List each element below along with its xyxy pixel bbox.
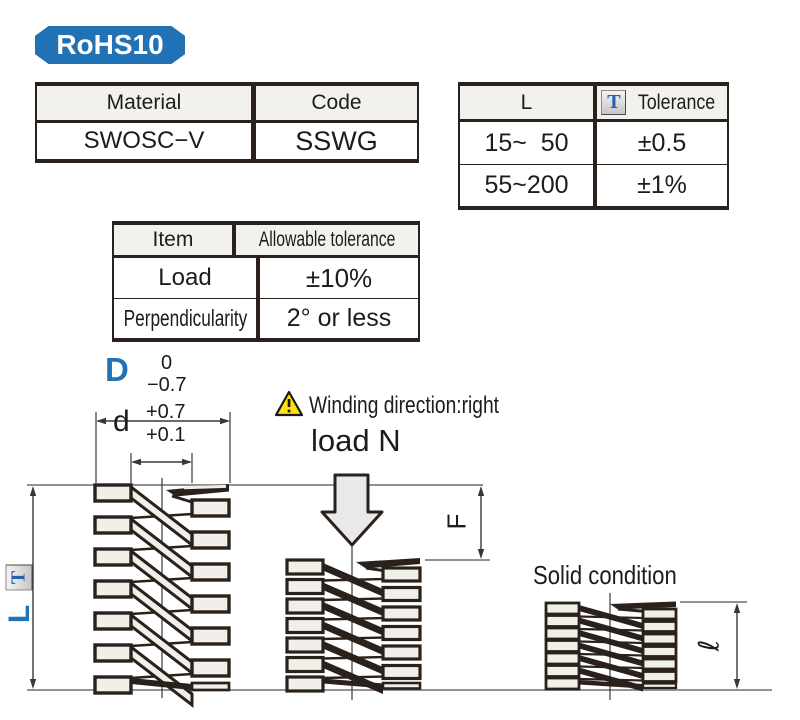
rohs-badge-label: RoHS10 bbox=[56, 29, 164, 60]
table-header-row: L T Tolerance bbox=[460, 86, 727, 122]
code-value-cell: SSWG bbox=[295, 125, 378, 156]
item-cell: Perpendicularity bbox=[114, 299, 260, 338]
table-row: Load ±10% bbox=[114, 258, 418, 299]
warning-icon bbox=[274, 390, 304, 417]
tolerance-cell: ±10% bbox=[305, 262, 373, 293]
length-tolerance-table: L T Tolerance 15~ 50 ±0.5 55~200 ±1% bbox=[458, 82, 729, 210]
material-header-cell: Material bbox=[37, 86, 256, 120]
l-header-cell: L bbox=[460, 86, 597, 119]
code-header-cell: Code bbox=[311, 91, 362, 114]
tolerance-header-label: Tolerance bbox=[638, 90, 716, 114]
load-arrow bbox=[320, 473, 384, 547]
solid-condition-label: Solid condition bbox=[533, 560, 677, 590]
tolerance-lower: +0.1 bbox=[146, 424, 186, 446]
table-row: 15~ 50 ±0.5 bbox=[460, 122, 727, 165]
range-cell: 55~200 bbox=[460, 165, 597, 206]
winding-direction-note: Winding direction:right bbox=[309, 392, 499, 419]
material-value-cell: SWOSC−V bbox=[37, 123, 256, 159]
item-tolerance-table: Item Allowable tolerance Load ±10% Perpe… bbox=[112, 221, 420, 342]
spring-solid-condition bbox=[544, 601, 678, 692]
table-row: 55~200 ±1% bbox=[460, 165, 727, 206]
spring-free-state bbox=[93, 483, 231, 709]
spring-under-load bbox=[285, 558, 422, 694]
free-length-dim-label: L bbox=[3, 604, 37, 624]
table-header-row: Item Allowable tolerance bbox=[114, 225, 418, 258]
tolerance-cell: 2° or less bbox=[286, 304, 392, 332]
tolerance-upper: +0.7 bbox=[146, 401, 186, 423]
perpendicularity-label: Perpendicularity bbox=[123, 305, 247, 331]
tolerance-lower: −0.7 bbox=[147, 374, 187, 396]
outer-diameter-tolerance: 0 −0.7 bbox=[147, 352, 186, 396]
item-cell: Load bbox=[114, 258, 260, 298]
deflection-dim-label: F bbox=[441, 513, 472, 530]
tolerance-header-cell: T Tolerance bbox=[597, 86, 727, 119]
outer-diameter-label: D bbox=[105, 351, 129, 388]
rohs-badge: RoHS10 bbox=[35, 26, 185, 64]
dimension-lines bbox=[29, 412, 741, 689]
spring-diagram bbox=[27, 412, 772, 709]
wire-diameter-label: d bbox=[113, 405, 130, 438]
table-header-row: Material Code bbox=[37, 86, 417, 123]
tolerance-icon: T bbox=[5, 564, 33, 591]
tolerance-cell: ±0.5 bbox=[637, 128, 687, 157]
table-row: SWOSC−V SSWG bbox=[37, 123, 417, 159]
item-header-cell: Item bbox=[114, 225, 236, 255]
wire-diameter-tolerance: +0.7 +0.1 bbox=[146, 401, 185, 447]
load-label: load N bbox=[311, 423, 401, 458]
material-code-table: Material Code SWOSC−V SSWG bbox=[35, 82, 419, 163]
tolerance-cell: ±1% bbox=[637, 171, 687, 199]
allowable-tolerance-header-cell: Allowable tolerance bbox=[236, 225, 418, 255]
allowable-tolerance-label: Allowable tolerance bbox=[258, 228, 396, 251]
table-row: Perpendicularity 2° or less bbox=[114, 299, 418, 338]
tolerance-upper: 0 bbox=[161, 352, 173, 374]
tolerance-icon: T bbox=[601, 90, 627, 115]
solid-length-dim-label: ℓ bbox=[692, 639, 726, 652]
range-cell: 15~ 50 bbox=[460, 122, 597, 164]
